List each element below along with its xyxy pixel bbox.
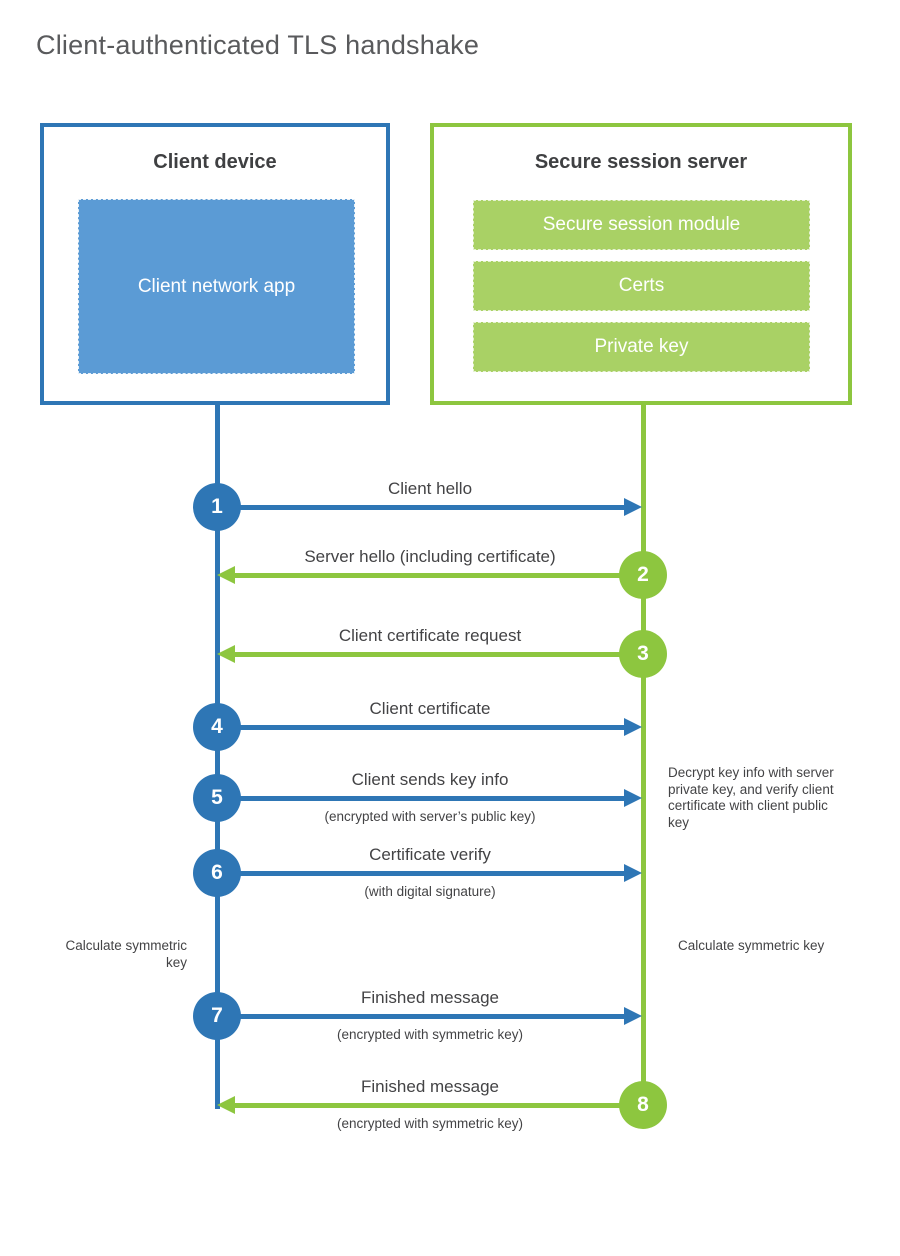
client-network-app-box: Client network app [78, 199, 355, 374]
message-arrow-6 [217, 870, 624, 876]
step-circle-6: 6 [193, 849, 241, 897]
message-arrow-3 [235, 651, 643, 657]
message-arrow-1 [217, 504, 624, 510]
message-label-6: Certificate verify [369, 845, 491, 864]
arrow-head-right-icon [624, 864, 642, 882]
step-circle-8: 8 [619, 1081, 667, 1129]
step-circle-2: 2 [619, 551, 667, 599]
message-label-4: Client certificate [369, 699, 491, 718]
message-sublabel-7: (encrypted with symmetric key) [336, 1027, 524, 1042]
arrow-head-right-icon [624, 498, 642, 516]
server-calculate-key-note: Calculate symmetric key [678, 938, 825, 953]
message-label-3: Client certificate request [338, 626, 522, 645]
message-sublabel-5: (encrypted with server’s public key) [324, 809, 536, 824]
message-arrow-8 [235, 1102, 643, 1108]
client-network-app-label: Client network app [137, 275, 296, 297]
message-arrow-2 [235, 572, 643, 578]
secure-session-server-title: Secure session server [534, 151, 748, 173]
message-sublabel-8: (encrypted with symmetric key) [336, 1116, 524, 1131]
client-calculate-key-note: Calculate symmetric key [65, 938, 187, 970]
arrow-head-right-icon [624, 789, 642, 807]
secure-session-server-box: Secure session server Secure session mod… [430, 123, 852, 405]
arrow-head-right-icon [624, 718, 642, 736]
message-label-2: Server hello (including certificate) [304, 547, 556, 566]
message-arrow-7 [217, 1013, 624, 1019]
message-arrow-4 [217, 724, 624, 730]
step-circle-4: 4 [193, 703, 241, 751]
server-decrypt-note: Decrypt key info with server private key… [668, 765, 834, 830]
server-module-private-key: Private key [473, 322, 810, 372]
message-sublabel-6: (with digital signature) [364, 884, 496, 899]
step-circle-5: 5 [193, 774, 241, 822]
page-title: Client-authenticated TLS handshake [36, 30, 480, 60]
message-label-7: Finished message [361, 988, 499, 1007]
server-module-certs: Certs [473, 261, 810, 311]
arrow-head-right-icon [624, 1007, 642, 1025]
message-label-5: Client sends key info [351, 770, 509, 789]
server-lifeline [641, 403, 646, 1105]
step-circle-3: 3 [619, 630, 667, 678]
step-circle-1: 1 [193, 483, 241, 531]
message-label-1: Client hello [387, 479, 473, 498]
arrow-head-left-icon [217, 645, 235, 663]
client-device-title: Client device [153, 151, 277, 173]
arrow-head-left-icon [217, 566, 235, 584]
message-label-8: Finished message [361, 1077, 499, 1096]
client-lifeline [215, 403, 220, 1109]
message-arrow-5 [217, 795, 624, 801]
client-device-box: Client device Client network app [40, 123, 390, 405]
step-circle-7: 7 [193, 992, 241, 1040]
arrow-head-left-icon [217, 1096, 235, 1114]
server-module-secure-session: Secure session module [473, 200, 810, 250]
